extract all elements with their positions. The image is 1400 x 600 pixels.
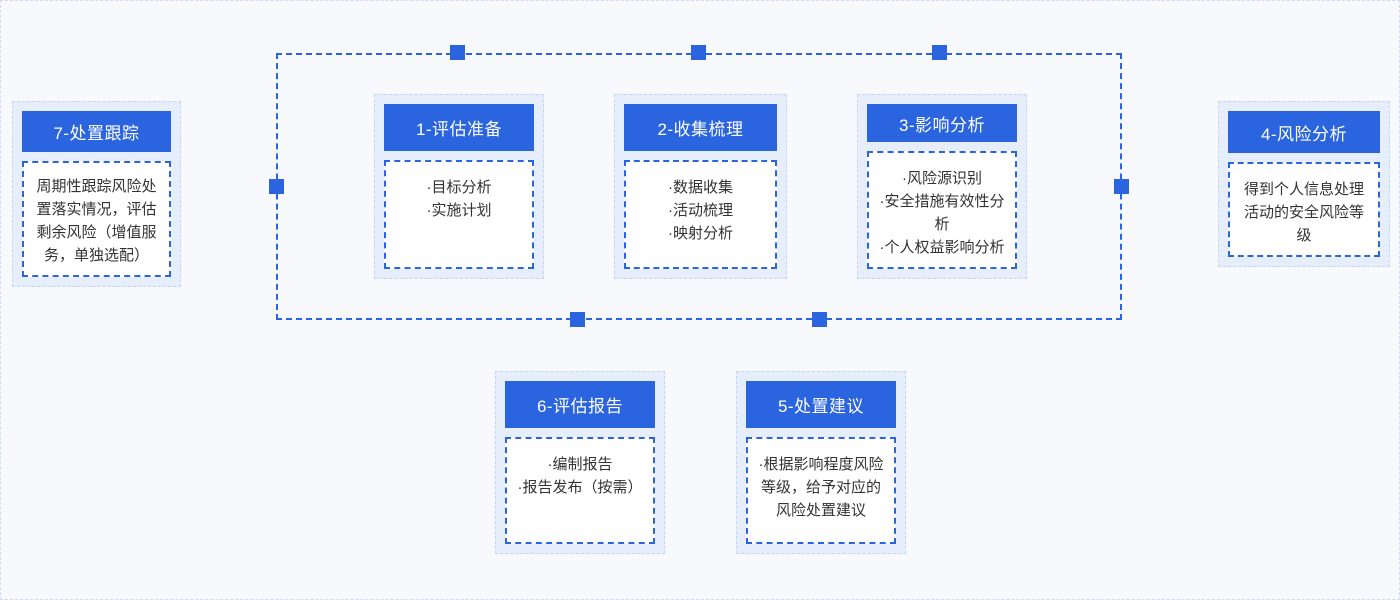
handle-top-left[interactable] [450,45,465,60]
card-step-4-header: 4-风险分析 [1228,111,1380,153]
handle-bottom-right[interactable] [812,312,827,327]
card-step-3-header: 3-影响分析 [867,104,1017,142]
card-step-5-body: ·根据影响程度风险等级，给予对应的风险处置建议 [746,437,896,544]
card-step-3[interactable]: 3-影响分析 ·风险源识别 ·安全措施有效性分析 ·个人权益影响分析 [857,94,1027,279]
handle-top-center[interactable] [691,45,706,60]
card-step-1-body: ·目标分析 ·实施计划 [384,160,534,269]
card-step-2-body: ·数据收集 ·活动梳理 ·映射分析 [624,160,777,269]
card-step-6-header: 6-评估报告 [505,381,655,428]
card-step-2[interactable]: 2-收集梳理 ·数据收集 ·活动梳理 ·映射分析 [614,94,787,279]
card-step-5-header: 5-处置建议 [746,381,896,428]
handle-top-right[interactable] [932,45,947,60]
card-step-6-body: ·编制报告 ·报告发布（按需） [505,437,655,544]
card-step-4-body: 得到个人信息处理活动的安全风险等级 [1228,162,1380,257]
card-step-1[interactable]: 1-评估准备 ·目标分析 ·实施计划 [374,94,544,279]
card-step-2-header: 2-收集梳理 [624,104,777,151]
card-step-3-body: ·风险源识别 ·安全措施有效性分析 ·个人权益影响分析 [867,151,1017,269]
handle-left-middle[interactable] [269,179,284,194]
card-step-5[interactable]: 5-处置建议 ·根据影响程度风险等级，给予对应的风险处置建议 [736,371,906,554]
card-step-7-header: 7-处置跟踪 [22,111,171,152]
card-step-7[interactable]: 7-处置跟踪 周期性跟踪风险处置落实情况，评估剩余风险（增值服务，单独选配） [12,101,181,287]
handle-bottom-left[interactable] [570,312,585,327]
handle-right-middle[interactable] [1114,179,1129,194]
card-step-1-header: 1-评估准备 [384,104,534,151]
card-step-4[interactable]: 4-风险分析 得到个人信息处理活动的安全风险等级 [1218,101,1390,267]
card-step-7-body: 周期性跟踪风险处置落实情况，评估剩余风险（增值服务，单独选配） [22,161,171,277]
card-step-6[interactable]: 6-评估报告 ·编制报告 ·报告发布（按需） [495,371,665,554]
